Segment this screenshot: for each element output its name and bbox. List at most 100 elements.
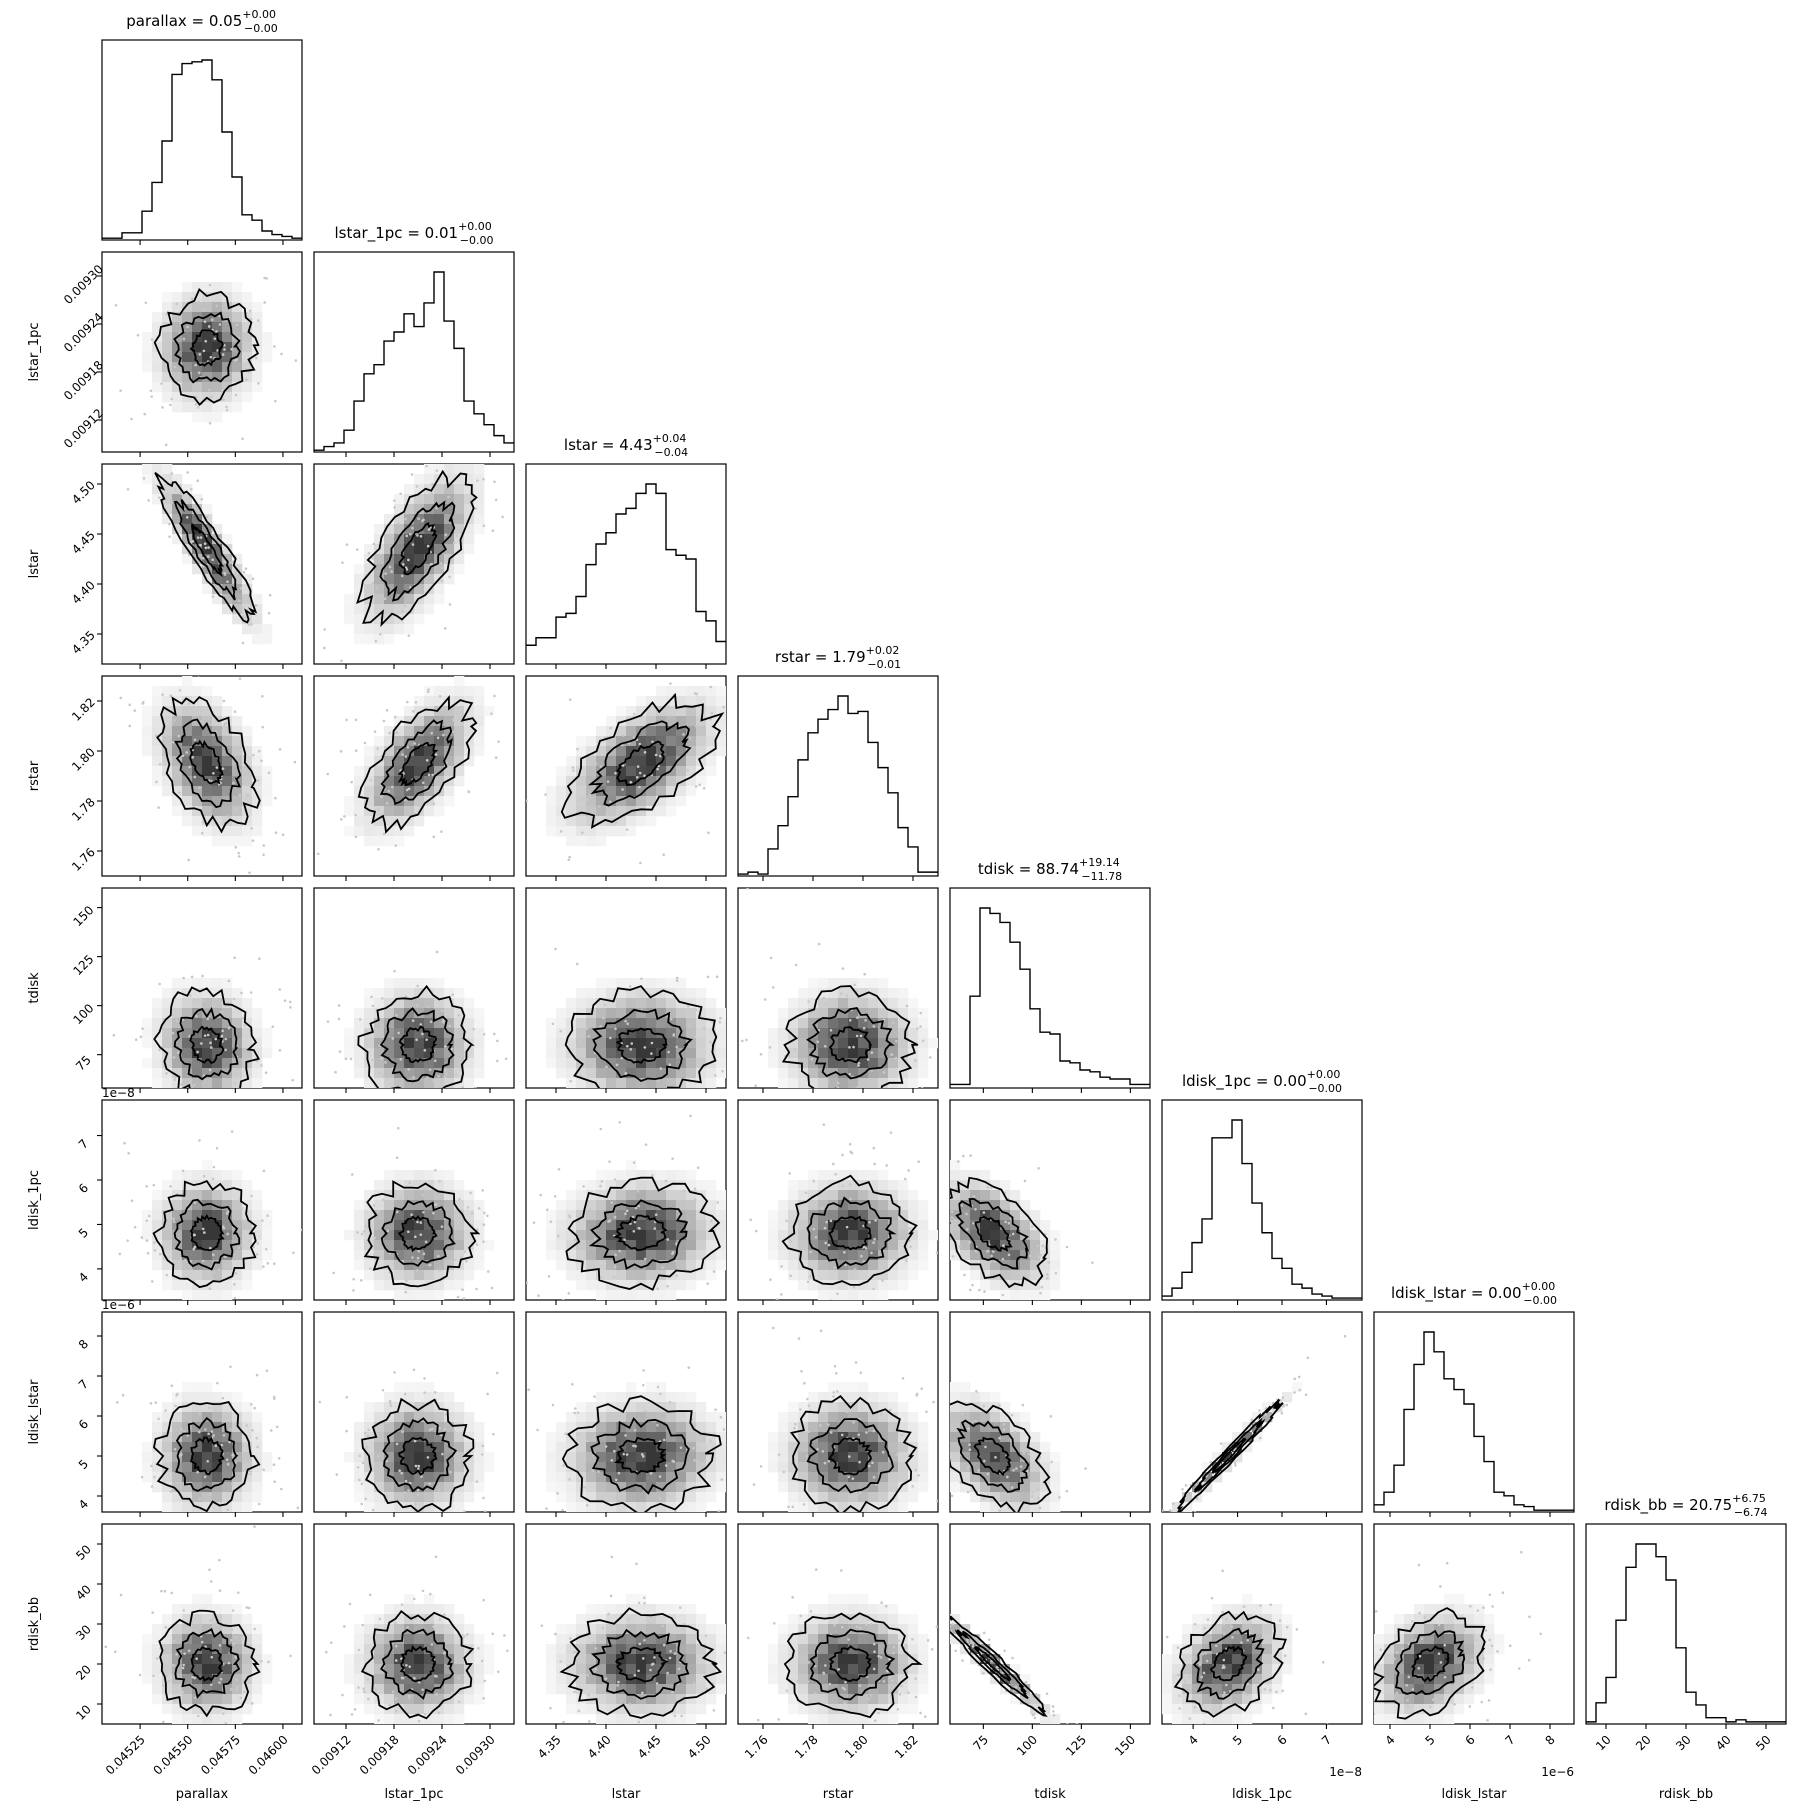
sample-point bbox=[653, 1227, 657, 1230]
density-cell bbox=[252, 1190, 263, 1201]
density-cell bbox=[576, 816, 587, 827]
density-cell bbox=[586, 806, 597, 817]
density-cell bbox=[656, 1038, 667, 1049]
density-cell bbox=[848, 1048, 859, 1059]
density-cell bbox=[798, 1210, 809, 1221]
density-cell bbox=[434, 1502, 445, 1512]
sample-point bbox=[835, 1390, 839, 1393]
density-cell bbox=[232, 1170, 243, 1181]
density-cell bbox=[828, 1270, 839, 1281]
density-cell bbox=[414, 1058, 425, 1069]
sample-point bbox=[754, 1084, 757, 1088]
density-cell bbox=[162, 372, 173, 383]
density-cell bbox=[384, 1280, 395, 1291]
density-cell bbox=[848, 1220, 859, 1231]
sample-point bbox=[234, 393, 238, 397]
density-cell bbox=[878, 1028, 889, 1039]
density-cell bbox=[788, 1402, 799, 1413]
density-cell bbox=[192, 998, 203, 1009]
density-cell bbox=[364, 1402, 375, 1413]
sample-point bbox=[413, 1439, 417, 1443]
sample-point bbox=[197, 1430, 201, 1434]
density-cell bbox=[444, 564, 455, 575]
sample-point bbox=[221, 388, 224, 392]
sample-point bbox=[661, 1266, 664, 1269]
sample-point bbox=[153, 1249, 157, 1252]
sample-point bbox=[186, 325, 189, 329]
density-cell bbox=[788, 1482, 799, 1493]
density-cell bbox=[212, 524, 223, 535]
density-cell bbox=[696, 1048, 707, 1059]
density-cell bbox=[394, 736, 405, 747]
density-cell bbox=[918, 1008, 929, 1019]
sample-point bbox=[300, 1304, 303, 1307]
density-cell bbox=[686, 1068, 697, 1079]
sample-point bbox=[693, 1035, 697, 1039]
sample-point bbox=[819, 1424, 822, 1427]
density-cell bbox=[616, 726, 627, 737]
density-cell bbox=[878, 1452, 889, 1463]
density-cell bbox=[182, 302, 193, 313]
density-cell bbox=[576, 1190, 587, 1201]
title-param-name: ldisk_1pc bbox=[1182, 1072, 1251, 1091]
density-cell bbox=[676, 1230, 687, 1241]
sample-point bbox=[800, 1369, 803, 1373]
density-cell bbox=[434, 494, 445, 505]
density-cell bbox=[192, 494, 203, 505]
density-cell bbox=[222, 1402, 233, 1413]
histogram-title-tdisk: tdisk = 88.74+19.14−11.78 bbox=[978, 856, 1122, 883]
sample-point bbox=[397, 1031, 400, 1035]
contour-level-1 bbox=[397, 741, 439, 787]
sample-point bbox=[701, 1463, 705, 1466]
sample-point bbox=[281, 833, 285, 837]
density-cell bbox=[222, 1210, 233, 1221]
density-cell bbox=[404, 1432, 415, 1443]
density-cell bbox=[970, 1392, 981, 1403]
sample-point bbox=[141, 701, 145, 704]
title-plus-error: +0.02 bbox=[866, 644, 900, 657]
sample-point bbox=[300, 1228, 302, 1232]
density-cell bbox=[384, 1068, 395, 1079]
sample-point bbox=[769, 956, 773, 960]
density-cell bbox=[182, 1200, 193, 1211]
density-cell bbox=[868, 1452, 879, 1463]
density-cell bbox=[182, 756, 193, 767]
density-cell bbox=[898, 1008, 909, 1019]
sample-point bbox=[408, 1181, 412, 1185]
sample-point bbox=[404, 1479, 408, 1483]
density-cell bbox=[858, 1412, 869, 1423]
sample-point bbox=[615, 1092, 618, 1095]
density-cell bbox=[192, 1170, 203, 1181]
density-cell bbox=[798, 1048, 809, 1059]
density-cell bbox=[202, 584, 213, 595]
density-cell bbox=[222, 574, 233, 585]
density-cell bbox=[434, 1058, 445, 1069]
density-cell bbox=[374, 1280, 385, 1291]
density-cell bbox=[252, 1240, 263, 1251]
density-cell bbox=[918, 1462, 929, 1473]
density-cell bbox=[828, 1290, 839, 1300]
sample-point bbox=[158, 496, 161, 499]
density-cell bbox=[444, 998, 455, 1009]
sample-point bbox=[600, 1180, 604, 1183]
density-cell bbox=[646, 1280, 657, 1291]
density-cell bbox=[344, 1452, 355, 1463]
sample-point bbox=[583, 1486, 586, 1489]
density-cell bbox=[656, 786, 667, 797]
density-cell bbox=[222, 716, 233, 727]
density-cell bbox=[838, 1502, 849, 1512]
density-cell bbox=[152, 1240, 163, 1251]
density-cell bbox=[666, 1442, 677, 1453]
density-cell bbox=[950, 1250, 961, 1261]
density-cell bbox=[960, 1392, 971, 1403]
sample-point bbox=[294, 359, 298, 362]
sample-point bbox=[613, 1265, 617, 1269]
density-cell bbox=[474, 1018, 485, 1029]
density-cell bbox=[142, 352, 153, 363]
density-cell bbox=[222, 1290, 233, 1300]
density-cell bbox=[1050, 1250, 1061, 1261]
density-cell bbox=[192, 736, 203, 747]
sample-point bbox=[938, 1117, 941, 1120]
sample-point bbox=[863, 972, 867, 976]
density-cell bbox=[808, 1280, 819, 1291]
